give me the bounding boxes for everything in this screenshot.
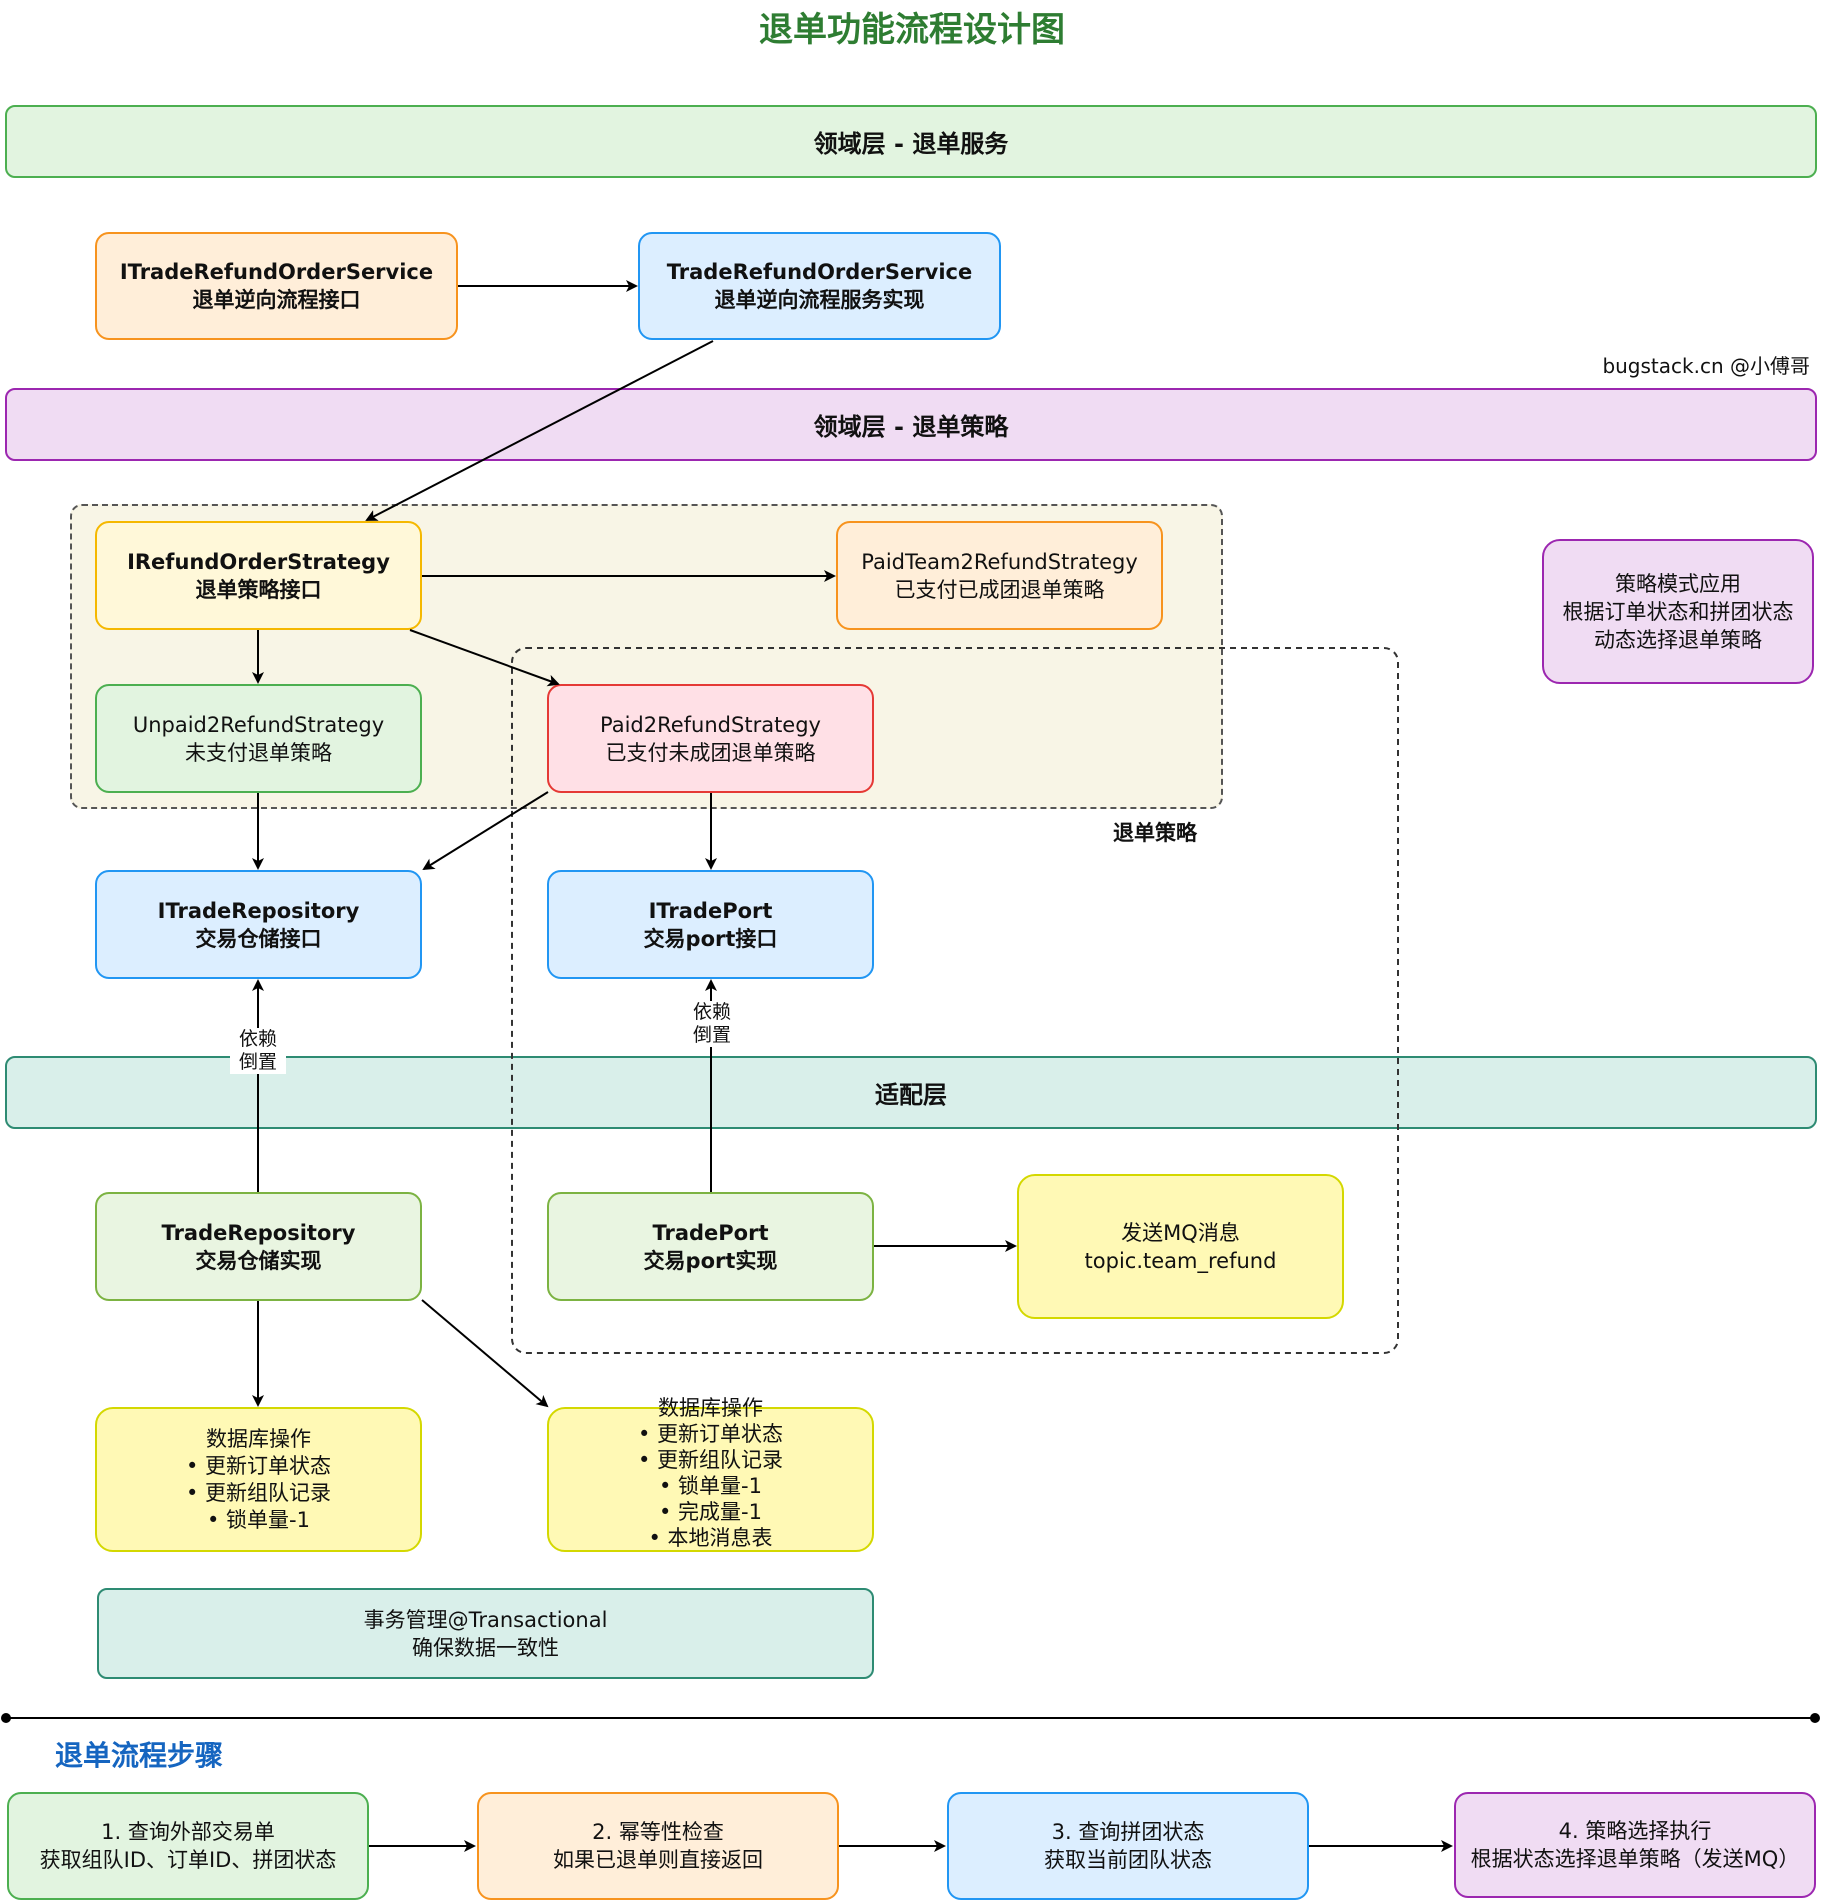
db-op-line: • 完成量-1 — [658, 1499, 762, 1524]
layer-adapter-label: 适配层 — [875, 1081, 947, 1109]
credit-text: bugstack.cn @小傅哥 — [1602, 354, 1810, 378]
node-title: Unpaid2RefundStrategy — [132, 712, 385, 737]
node-title: ITradeRefundOrderService — [119, 260, 434, 284]
edge-label-line: 倒置 — [692, 1024, 731, 1046]
node-title: ITradePort — [648, 898, 773, 923]
step-4-node: 4. 策略选择执行 根据状态选择退单策略（发送MQ） — [1454, 1792, 1816, 1898]
step-1-node: 1. 查询外部交易单 获取组队ID、订单ID、拼团状态 — [7, 1792, 369, 1900]
db-op-line: 数据库操作 — [206, 1426, 311, 1451]
step-3-node: 3. 查询拼团状态 获取当前团队状态 — [947, 1792, 1309, 1900]
node-subtitle: 交易仓储实现 — [195, 1248, 322, 1273]
db-op-line: • 更新订单状态 — [637, 1421, 784, 1446]
node-title: PaidTeam2RefundStrategy — [861, 549, 1138, 574]
step-subtitle: 获取组队ID、订单ID、拼团状态 — [39, 1848, 337, 1872]
step-2-node: 2. 幂等性检查 如果已退单则直接返回 — [477, 1792, 839, 1900]
node-title: IRefundOrderStrategy — [127, 549, 390, 574]
dependency-inversion-label-right: 依赖 倒置 — [684, 1001, 740, 1047]
dependency-inversion-label-left: 依赖 倒置 — [230, 1028, 286, 1074]
edge-repository-to-db2 — [421, 1299, 549, 1408]
irefund-order-strategy-node: IRefundOrderStrategy 退单策略接口 — [95, 521, 422, 630]
node-title: 事务管理@Transactional — [363, 1607, 608, 1632]
node-title: Paid2RefundStrategy — [599, 712, 821, 737]
node-title: TradeRefundOrderService — [666, 260, 973, 284]
node-title: TradePort — [652, 1220, 769, 1245]
step-subtitle: 获取当前团队状态 — [1044, 1848, 1212, 1872]
itrade-repository-node: ITradeRepository 交易仓储接口 — [95, 870, 422, 979]
db-op-line: • 锁单量-1 — [658, 1473, 762, 1498]
db-op-line: • 更新组队记录 — [637, 1447, 784, 1472]
edge-label-line: 倒置 — [238, 1051, 277, 1073]
trade-port-node: TradePort 交易port实现 — [547, 1192, 874, 1301]
transaction-node: 事务管理@Transactional 确保数据一致性 — [97, 1588, 874, 1679]
layer-domain-strategy-label: 领域层 - 退单策略 — [813, 413, 1009, 441]
node-subtitle: topic.team_refund — [1084, 1248, 1277, 1273]
step-subtitle: 根据状态选择退单策略（发送MQ） — [1470, 1847, 1800, 1871]
refund-strategy-group-label: 退单策略 — [1113, 821, 1197, 845]
itrade-refund-order-service-node: ITradeRefundOrderService 退单逆向流程接口 — [95, 232, 458, 340]
node-title: 发送MQ消息 — [1121, 1220, 1240, 1245]
node-subtitle: 退单逆向流程服务实现 — [714, 288, 925, 312]
db-op-line: • 锁单量-1 — [206, 1507, 310, 1532]
db-operations-node-1: 数据库操作 • 更新订单状态 • 更新组队记录 • 锁单量-1 — [95, 1407, 422, 1552]
itrade-port-node: ITradePort 交易port接口 — [547, 870, 874, 979]
db-op-line: • 更新组队记录 — [185, 1480, 332, 1505]
step-title: 2. 幂等性检查 — [592, 1820, 724, 1844]
note-line: 策略模式应用 — [1615, 571, 1741, 596]
node-subtitle: 交易仓储接口 — [195, 926, 322, 951]
paid-team2-refund-strategy-node: PaidTeam2RefundStrategy 已支付已成团退单策略 — [836, 521, 1163, 630]
note-line: 动态选择退单策略 — [1594, 627, 1762, 652]
trade-refund-order-service-node: TradeRefundOrderService 退单逆向流程服务实现 — [638, 232, 1001, 340]
node-subtitle: 退单逆向流程接口 — [192, 288, 361, 312]
layer-domain-service-label: 领域层 - 退单服务 — [813, 130, 1009, 158]
step-title: 1. 查询外部交易单 — [101, 1820, 275, 1844]
strategy-pattern-note: 策略模式应用 根据订单状态和拼团状态 动态选择退单策略 — [1542, 539, 1814, 684]
db-op-line: • 本地消息表 — [648, 1525, 773, 1550]
node-title: ITradeRepository — [157, 898, 360, 923]
trade-repository-node: TradeRepository 交易仓储实现 — [95, 1192, 422, 1301]
edge-label-line: 依赖 — [238, 1028, 277, 1050]
divider-end-dot — [1810, 1713, 1820, 1723]
node-subtitle: 交易port接口 — [643, 926, 778, 951]
db-operations-node-2: 数据库操作 • 更新订单状态 • 更新组队记录 • 锁单量-1 • 完成量-1 … — [547, 1396, 874, 1552]
node-subtitle: 已支付未成团退单策略 — [605, 740, 816, 765]
layer-domain-strategy: 领域层 - 退单策略 — [5, 388, 1817, 461]
node-title: TradeRepository — [161, 1220, 356, 1245]
db-op-line: 数据库操作 — [658, 1395, 763, 1420]
node-subtitle: 已支付已成团退单策略 — [894, 577, 1105, 602]
db-op-line: • 更新订单状态 — [185, 1453, 332, 1478]
node-subtitle: 未支付退单策略 — [185, 740, 332, 765]
layer-domain-service: 领域层 - 退单服务 — [5, 105, 1817, 178]
step-title: 3. 查询拼团状态 — [1051, 1820, 1205, 1844]
paid2-refund-strategy-node: Paid2RefundStrategy 已支付未成团退单策略 — [547, 684, 874, 793]
divider-start-dot — [1, 1713, 11, 1723]
step-title: 4. 策略选择执行 — [1558, 1819, 1712, 1843]
diagram-title: 退单功能流程设计图 — [759, 10, 1065, 50]
edge-label-line: 依赖 — [692, 1001, 731, 1023]
note-line: 根据订单状态和拼团状态 — [1562, 599, 1794, 624]
node-subtitle: 交易port实现 — [643, 1248, 778, 1273]
unpaid2-refund-strategy-node: Unpaid2RefundStrategy 未支付退单策略 — [95, 684, 422, 793]
steps-section-title: 退单流程步骤 — [55, 1739, 224, 1772]
send-mq-node: 发送MQ消息 topic.team_refund — [1017, 1174, 1344, 1319]
node-subtitle: 确保数据一致性 — [412, 1635, 559, 1660]
node-subtitle: 退单策略接口 — [195, 577, 322, 602]
step-subtitle: 如果已退单则直接返回 — [553, 1848, 763, 1872]
